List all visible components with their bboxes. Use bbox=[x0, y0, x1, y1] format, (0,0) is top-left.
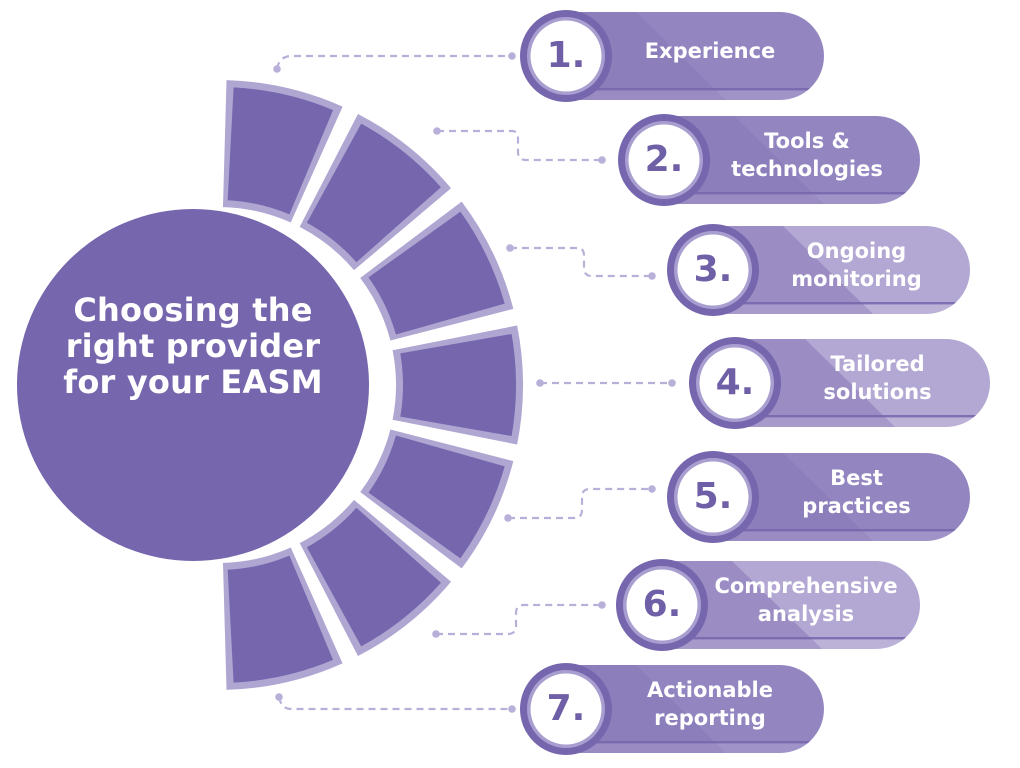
arc-segment-fill bbox=[306, 507, 441, 647]
item-5 bbox=[667, 451, 970, 543]
arc-segment-fill bbox=[368, 435, 505, 559]
item-3 bbox=[667, 224, 970, 316]
item-label-line: analysis bbox=[757, 602, 855, 626]
number-badge bbox=[520, 663, 612, 755]
number-badge bbox=[667, 224, 759, 316]
connector-line bbox=[504, 485, 656, 522]
number-badge bbox=[520, 10, 612, 102]
connector-dot bbox=[433, 127, 441, 135]
connector-dot bbox=[598, 156, 606, 164]
connector-line bbox=[536, 379, 676, 387]
number-badge bbox=[667, 451, 759, 543]
badge-number: 5. bbox=[693, 476, 733, 517]
connector-dot bbox=[536, 379, 544, 387]
arc-segment bbox=[299, 499, 452, 656]
item-6 bbox=[616, 559, 920, 651]
item-label-line: Ongoing bbox=[806, 239, 907, 263]
badge-number: 7. bbox=[546, 688, 586, 729]
item-2 bbox=[618, 114, 920, 206]
item-1 bbox=[520, 10, 824, 102]
center-title: Choosing the right provider for your EAS… bbox=[28, 292, 358, 400]
arc-segment bbox=[222, 547, 343, 690]
item-label-line: Best bbox=[830, 466, 883, 490]
arc-segments bbox=[222, 80, 523, 690]
badge-number: 3. bbox=[693, 249, 733, 290]
item-label: Best practices bbox=[761, 455, 952, 529]
connector-dot bbox=[668, 379, 676, 387]
item-label: Tailored solutions bbox=[783, 341, 972, 415]
arc-segment bbox=[299, 114, 452, 271]
connector-line bbox=[432, 601, 606, 638]
arc-segment-fill bbox=[400, 333, 516, 437]
connector-dot bbox=[275, 693, 283, 701]
item-label-line: Comprehensive bbox=[714, 574, 898, 598]
number-badge bbox=[689, 337, 781, 429]
connector-line bbox=[506, 244, 656, 280]
number-badge bbox=[616, 559, 708, 651]
center-title-line: for your EASM bbox=[63, 363, 323, 401]
arc-segment bbox=[392, 325, 523, 445]
item-label-line: technologies bbox=[731, 157, 883, 181]
item-label-line: Tools & bbox=[764, 129, 850, 153]
connector-dot bbox=[508, 705, 516, 713]
arc-segment bbox=[222, 80, 343, 223]
connector-line bbox=[273, 52, 516, 73]
arc-segment bbox=[360, 201, 514, 341]
connector-dot bbox=[648, 272, 656, 280]
connectors bbox=[273, 52, 676, 713]
connector-dot bbox=[598, 601, 606, 609]
connector-dot bbox=[432, 630, 440, 638]
connector-line bbox=[275, 693, 516, 713]
badge-number: 1. bbox=[546, 35, 586, 76]
item-label-line: reporting bbox=[654, 706, 766, 730]
item-7 bbox=[520, 663, 824, 755]
connector-dot bbox=[508, 52, 516, 60]
badge-number: 2. bbox=[644, 139, 684, 180]
connector-dot bbox=[504, 514, 512, 522]
arc-segment-fill bbox=[227, 555, 334, 683]
item-label-line: solutions bbox=[823, 380, 932, 404]
item-label-line: Tailored bbox=[830, 352, 925, 376]
badge-number: 6. bbox=[642, 584, 682, 625]
item-label: Tools & technologies bbox=[712, 118, 902, 192]
item-label-line: practices bbox=[802, 494, 911, 518]
connector-dot bbox=[273, 65, 281, 73]
item-label-line: monitoring bbox=[791, 267, 922, 291]
arc-segment bbox=[360, 429, 514, 569]
connector-dot bbox=[506, 244, 514, 252]
connector-line bbox=[433, 127, 606, 164]
arc-segment-fill bbox=[227, 87, 334, 215]
badge-number: 4. bbox=[715, 362, 755, 403]
item-label-line: Actionable bbox=[647, 678, 773, 702]
center-title-line: right provider bbox=[65, 327, 321, 365]
connector-dot bbox=[648, 485, 656, 493]
item-4 bbox=[689, 337, 990, 429]
item-label: Actionable reporting bbox=[614, 667, 806, 741]
item-label: Comprehensive analysis bbox=[710, 563, 902, 637]
item-label: Experience bbox=[614, 14, 806, 88]
item-pills bbox=[520, 10, 990, 755]
number-badge bbox=[618, 114, 710, 206]
item-label: Ongoing monitoring bbox=[761, 228, 952, 302]
arc-segment-fill bbox=[368, 211, 505, 335]
center-title-line: Choosing the bbox=[73, 291, 313, 329]
arc-segment-fill bbox=[306, 123, 441, 263]
item-label-line: Experience bbox=[644, 39, 776, 63]
center-circle bbox=[17, 209, 369, 561]
